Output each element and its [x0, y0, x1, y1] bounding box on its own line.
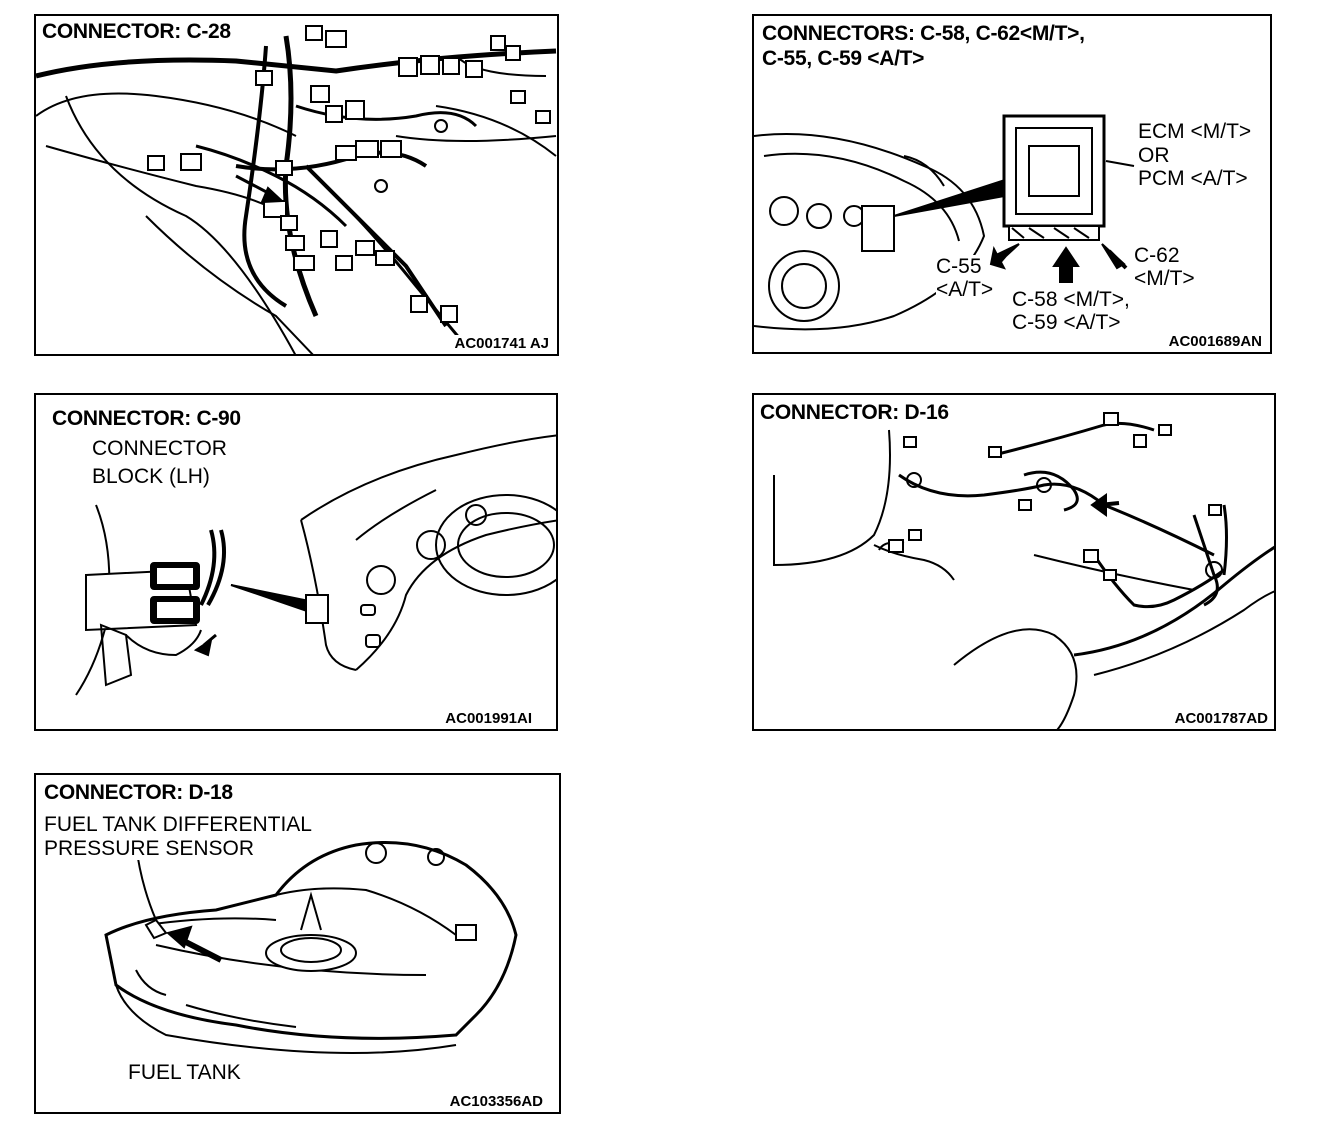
panel-title-line1: CONNECTORS: C-58, C-62<M/T>,	[762, 22, 1085, 46]
figure-code: AC103356AD	[447, 1093, 545, 1110]
diagram-panel-c90: CONNECTOR: C-90 CONNECTOR BLOCK (LH) AC0…	[34, 393, 558, 731]
sensor-label-line1: FUEL TANK DIFFERENTIAL	[44, 813, 312, 836]
connector-block-illustration	[75, 434, 556, 696]
figure-code: AC001741 AJ	[452, 335, 551, 352]
pcm-label: PCM <A/T>	[1138, 167, 1248, 190]
panel-title: CONNECTOR: D-16	[760, 401, 949, 425]
c62-mt-label: <M/T>	[1134, 267, 1195, 290]
panel-title: CONNECTOR: C-28	[42, 20, 231, 44]
panel-title: CONNECTOR: D-18	[44, 781, 233, 805]
dash-harness-illustration	[36, 25, 557, 354]
c55-at-label: <A/T>	[936, 278, 994, 301]
floor-harness-illustration	[773, 412, 1274, 729]
block-lh-label: BLOCK (LH)	[92, 465, 210, 488]
fuel-tank-label: FUEL TANK	[128, 1061, 241, 1084]
diagram-panel-c28: CONNECTOR: C-28 AC001741 AJ	[34, 14, 559, 356]
connector-label: CONNECTOR	[92, 437, 227, 460]
figure-code: AC001689AN	[1166, 333, 1264, 350]
c58-label: C-58 <M/T>,	[1012, 288, 1130, 311]
figure-code: AC001991AI	[443, 710, 534, 727]
or-label: OR	[1138, 144, 1170, 167]
c62-label: C-62	[1134, 244, 1180, 267]
figure-code: AC001787AD	[1172, 710, 1270, 727]
diagram-panel-d18: CONNECTOR: D-18 FUEL TANK DIFFERENTIAL P…	[34, 773, 561, 1114]
fuel-tank-illustration	[104, 841, 518, 1054]
ecm-label: ECM <M/T>	[1138, 120, 1252, 143]
diagram-panel-c58-c62-c55-c59: CONNECTORS: C-58, C-62<M/T>, C-55, C-59 …	[752, 14, 1272, 354]
diagram-panel-d16: CONNECTOR: D-16 AC001787AD	[752, 393, 1276, 731]
panel-title: CONNECTOR: C-90	[52, 407, 241, 431]
ecm-location-illustration	[754, 114, 1135, 331]
c55-label: C-55	[936, 255, 982, 278]
c59-label: C-59 <A/T>	[1012, 311, 1121, 334]
sensor-label-line2: PRESSURE SENSOR	[44, 837, 255, 860]
panel-title-line2: C-55, C-59 <A/T>	[762, 47, 925, 71]
